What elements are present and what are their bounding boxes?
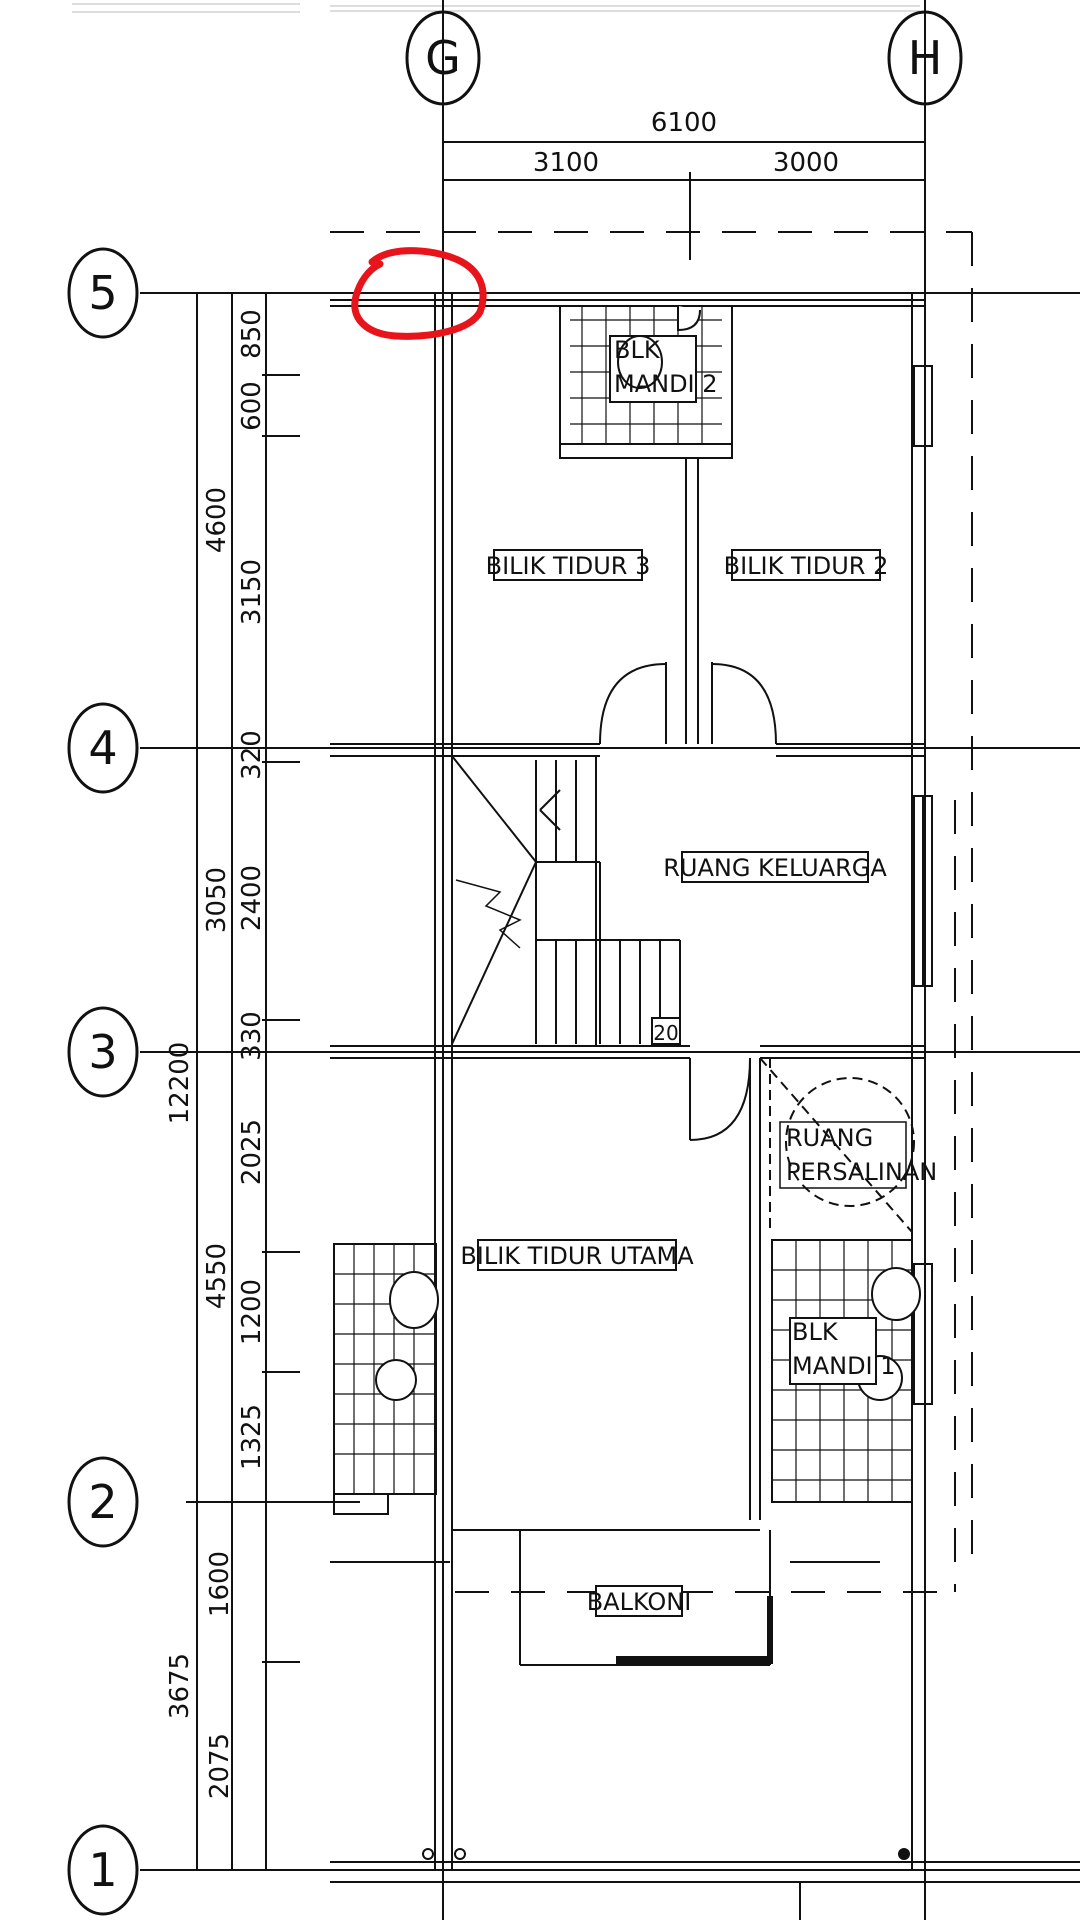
windows-right <box>913 365 933 1405</box>
dim-top-left: 3100 <box>533 148 599 178</box>
bedroom-2-label-box <box>731 549 881 581</box>
grid-label-g: G <box>425 31 461 85</box>
family-room-label-box <box>681 851 869 883</box>
bedroom-3-label: BILIK TIDUR 3 <box>486 552 651 580</box>
family-room-label: RUANG KELUARGA <box>663 854 887 882</box>
dim-inner-2: 600 <box>237 381 267 431</box>
dim-left-mid-4: 3675 <box>165 1653 195 1719</box>
dim-inner-8: 1200 <box>237 1279 267 1345</box>
header-strip <box>72 3 920 13</box>
left-dimension-lines <box>186 292 300 1871</box>
dim-left-outer: 12200 <box>165 1042 195 1125</box>
master-bedroom-label: BILIK TIDUR UTAMA <box>460 1242 694 1270</box>
balcony-label: BALKONI <box>587 1588 692 1616</box>
dim-left-mid-2: 3050 <box>202 867 232 933</box>
grid-label-2: 2 <box>88 1475 117 1529</box>
bathroom-2-label-2: MANDI 2 <box>614 370 718 398</box>
bathroom-2-label-1: BLK <box>614 336 661 364</box>
dim-inner-5: 2400 <box>237 865 267 931</box>
grid-label-3: 3 <box>88 1025 117 1079</box>
grid-label-h: H <box>908 31 943 85</box>
dim-inner-6: 330 <box>237 1011 267 1061</box>
dim-top-total: 6100 <box>651 108 717 138</box>
left-bathroom <box>333 1243 439 1515</box>
grid-bubble-h: H <box>887 10 963 106</box>
grid-bubble-g: G <box>405 10 481 106</box>
dim-inner-9: 1325 <box>237 1404 267 1470</box>
dim-inner-7: 2025 <box>237 1119 267 1185</box>
staircase <box>451 755 681 1047</box>
dim-inner-11: 2075 <box>205 1733 235 1799</box>
bathroom-1-label-2: MANDI 1 <box>792 1352 896 1380</box>
top-dimension-lines <box>442 134 926 260</box>
dressing-room-label-1: RUANG <box>786 1124 873 1152</box>
dressing-room <box>759 1057 915 1233</box>
dim-inner-4: 320 <box>237 730 267 780</box>
grid-bubble-1: 1 <box>67 1824 139 1916</box>
dim-left-mid-3: 4550 <box>202 1243 232 1309</box>
roof-outline-dashed <box>330 231 973 1593</box>
red-annotation-circle <box>351 247 487 340</box>
grid-bubble-5: 5 <box>67 247 139 339</box>
grid-bubble-4: 4 <box>67 702 139 794</box>
bedroom-2-label: BILIK TIDUR 2 <box>724 552 889 580</box>
grid-label-1: 1 <box>88 1843 117 1897</box>
bedroom-doors <box>599 662 777 745</box>
bathroom-1-label-1: BLK <box>792 1318 839 1346</box>
dressing-room-label-2: PERSALINAN <box>786 1158 937 1186</box>
dim-top-right: 3000 <box>773 148 839 178</box>
stair-count-label: 20 <box>653 1021 678 1045</box>
bathroom-2 <box>559 305 733 459</box>
dressing-room-label-box <box>779 1121 907 1189</box>
marker-center <box>454 1848 466 1860</box>
grid-bubble-2: 2 <box>67 1456 139 1548</box>
grid-label-5: 5 <box>88 266 117 320</box>
left-dimension-texts: 12200 4600 3050 4550 3675 850 600 3150 3… <box>165 309 267 1799</box>
dim-left-mid-1: 4600 <box>202 487 232 553</box>
bedroom-3-label-box <box>493 549 643 581</box>
grid-lines <box>140 0 1080 1920</box>
dim-inner-10: 1600 <box>205 1551 235 1617</box>
walls <box>330 293 1080 1920</box>
dim-inner-3: 3150 <box>237 559 267 625</box>
marker-right <box>898 1848 910 1860</box>
master-bedroom-label-box <box>477 1239 677 1271</box>
marker-left <box>422 1848 434 1860</box>
grid-label-4: 4 <box>88 721 117 775</box>
grid-bubble-3: 3 <box>67 1006 139 1098</box>
balcony-label-box <box>595 1585 683 1617</box>
bathroom-1 <box>771 1239 921 1503</box>
dim-inner-1: 850 <box>237 309 267 359</box>
master-bedroom-door <box>689 1057 751 1141</box>
